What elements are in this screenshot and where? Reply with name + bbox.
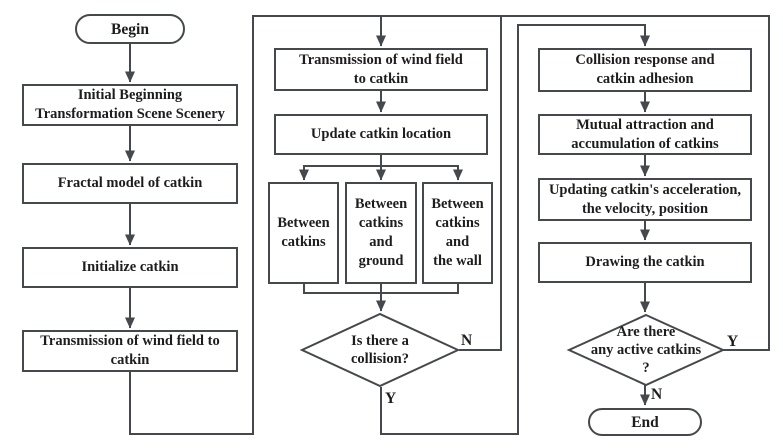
node-between-catkins-label: Between catkins — [277, 215, 330, 250]
end-label: End — [631, 413, 659, 431]
begin-label: Begin — [111, 20, 149, 38]
node-fractal-model: Fractal model of catkin — [22, 163, 238, 204]
node-init-scene: Initial Beginning Transformation Scene S… — [22, 84, 238, 126]
decision-active-catkins-text: Are there any active catkins ? — [574, 318, 718, 382]
decision-collision-text: Is there a collision? — [308, 322, 452, 378]
decision-active-catkins-label: Are there any active catkins ? — [590, 324, 702, 376]
node-update-location: Update catkin location — [274, 114, 488, 155]
label-collision-no: N — [461, 332, 473, 349]
node-mutual-attraction-label: Mutual attraction and accumulation of ca… — [571, 116, 719, 152]
label-active-no: N — [651, 386, 663, 403]
node-updating-acceleration: Updating catkin's acceleration, the velo… — [538, 178, 752, 221]
node-updating-acceleration-label: Updating catkin's acceleration, the velo… — [548, 181, 742, 217]
node-update-location-label: Update catkin location — [310, 126, 452, 142]
node-fractal-model-label: Fractal model of catkin — [57, 175, 203, 191]
node-collision-response-label: Collision response and catkin adhesion — [575, 52, 715, 87]
node-init-scene-label: Initial Beginning Transformation Scene S… — [35, 87, 225, 122]
node-catkins-wall: Between catkins and the wall — [422, 182, 493, 284]
node-catkins-wall-label: Between catkins and the wall — [431, 196, 484, 269]
node-drawing-catkin-label: Drawing the catkin — [585, 254, 705, 270]
node-initialize-catkin-label: Initialize catkin — [81, 259, 179, 275]
connector-left-to-middle-loop — [129, 15, 381, 435]
connector-active-yes-return — [501, 15, 770, 351]
node-wind-field-left-label: Transmission of wind field to catkin — [40, 333, 220, 368]
node-between-catkins: Between catkins — [268, 182, 339, 284]
begin-terminal: Begin — [75, 14, 185, 44]
label-active-yes: Y — [727, 333, 739, 350]
connector-merge-bar — [303, 284, 459, 294]
end-terminal: End — [588, 408, 702, 436]
node-drawing-catkin: Drawing the catkin — [538, 242, 752, 283]
decision-collision-label: Is there a collision? — [350, 333, 409, 367]
node-collision-response: Collision response and catkin adhesion — [538, 48, 752, 92]
node-catkins-ground: Between catkins and ground — [345, 182, 417, 284]
connector-collision-yes-to-right — [380, 24, 650, 435]
decision-collision-shape — [299, 312, 461, 388]
node-initialize-catkin: Initialize catkin — [22, 247, 238, 288]
node-wind-field-middle-label: Transmission of wind field to catkin — [299, 51, 463, 87]
node-mutual-attraction: Mutual attraction and accumulation of ca… — [538, 114, 752, 155]
node-wind-field-left: Transmission of wind field to catkin — [22, 330, 238, 372]
node-wind-field-middle: Transmission of wind field to catkin — [274, 48, 488, 91]
decision-active-catkins-shape — [566, 313, 726, 387]
label-collision-yes: Y — [385, 390, 397, 407]
connector-collision-no-return — [381, 15, 502, 351]
node-catkins-ground-label: Between catkins and ground — [354, 196, 408, 269]
